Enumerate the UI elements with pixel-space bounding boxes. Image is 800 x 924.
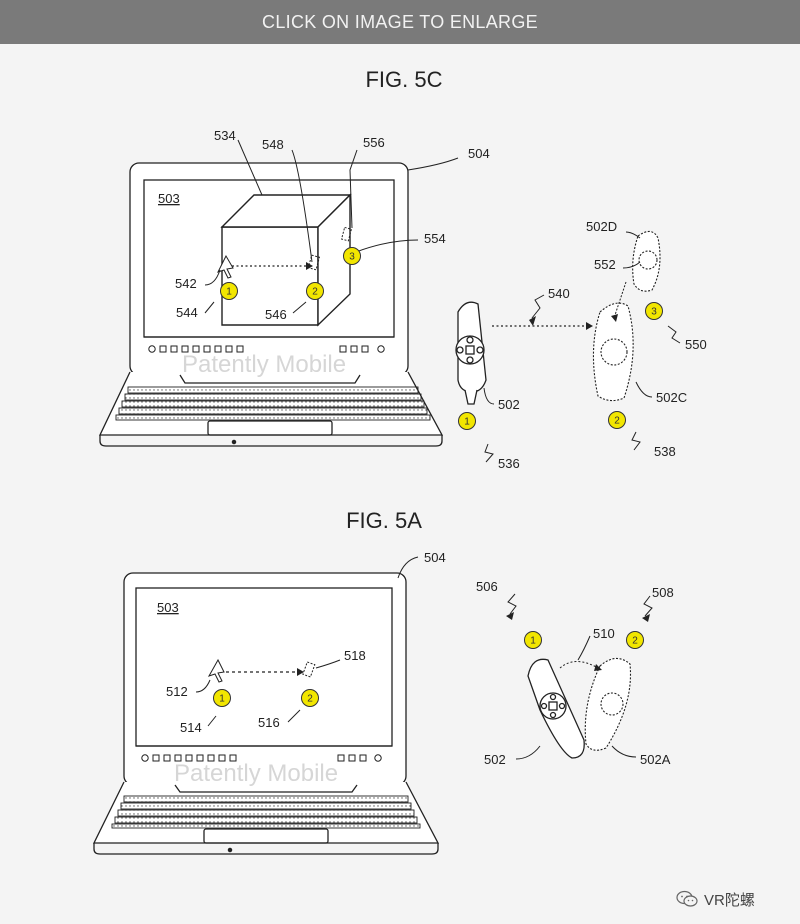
fig-5a-title: FIG. 5A	[346, 508, 422, 533]
fig-5c-title: FIG. 5C	[365, 67, 442, 92]
badge-1-band: 1	[458, 412, 476, 430]
svg-text:1: 1	[530, 636, 536, 647]
svg-text:1: 1	[226, 287, 232, 298]
svg-text:3: 3	[349, 252, 355, 263]
fig-5c-leaders	[204, 139, 459, 314]
ref-548: 548	[262, 137, 284, 152]
ref-502c: 502C	[656, 390, 687, 405]
ref-508: 508	[652, 585, 674, 600]
badge-1-top: 1	[220, 282, 238, 300]
ref-502d: 502D	[586, 219, 617, 234]
wearable-band-502c	[592, 302, 634, 402]
band-5a-leaders	[506, 593, 653, 760]
ref-538: 538	[654, 444, 676, 459]
ref-502-top: 502	[498, 397, 520, 412]
ref-542: 542	[175, 276, 197, 291]
ref-514: 514	[180, 720, 202, 735]
svg-text:2: 2	[614, 416, 620, 427]
ref-516: 516	[258, 715, 280, 730]
wearable-band-502a	[584, 657, 632, 751]
ref-510: 510	[593, 626, 615, 641]
svg-text:1: 1	[219, 694, 225, 705]
band-leaders	[483, 231, 681, 463]
ref-544: 544	[176, 305, 198, 320]
ref-506: 506	[476, 579, 498, 594]
ref-512: 512	[166, 684, 188, 699]
badge-1-band-5a: 1	[524, 631, 542, 649]
badge-2-band: 2	[608, 411, 626, 429]
svg-text:2: 2	[307, 694, 313, 705]
enlarge-banner[interactable]: CLICK ON IMAGE TO ENLARGE	[0, 0, 800, 44]
ref-550: 550	[685, 337, 707, 352]
ref-556: 556	[363, 135, 385, 150]
wearable-band-502-5a	[527, 658, 585, 759]
badge-2-band-5a: 2	[626, 631, 644, 649]
enlarge-banner-label[interactable]: CLICK ON IMAGE TO ENLARGE	[262, 12, 538, 32]
ref-518: 518	[344, 648, 366, 663]
cursor-ghost-icon	[307, 226, 353, 271]
cube-object	[220, 193, 352, 327]
watermark-bottom: Patently Mobile	[174, 760, 338, 787]
ref-534: 534	[214, 128, 236, 143]
ref-540: 540	[548, 286, 570, 301]
cursor-5a-icon	[207, 658, 225, 683]
wechat-label: VR陀螺	[704, 891, 755, 909]
badge-2-top: 2	[306, 282, 324, 300]
wechat-watermark: VR陀螺	[676, 884, 755, 914]
badge-3-top: 3	[343, 247, 361, 265]
fig-5a-leaders	[195, 556, 419, 727]
svg-text:1: 1	[464, 417, 470, 428]
svg-text:2: 2	[632, 636, 638, 647]
wearable-band-502d	[632, 230, 661, 292]
wechat-icon	[676, 890, 698, 907]
watermark-top: Patently Mobile	[182, 351, 346, 378]
ref-504: 504	[468, 146, 490, 161]
cursor-ghost-5a-icon	[302, 661, 316, 678]
badge-3-band: 3	[645, 302, 663, 320]
ref-502a: 502A	[640, 752, 671, 767]
fig-5c-screen-label: 503	[158, 191, 180, 206]
badge-1-5a: 1	[213, 689, 231, 707]
ref-554: 554	[424, 231, 446, 246]
ref-504-5a: 504	[424, 550, 446, 565]
badge-2-5a: 2	[301, 689, 319, 707]
ref-536: 536	[498, 456, 520, 471]
laptop-5a	[92, 572, 440, 855]
fig-5a-screen-label: 503	[157, 600, 179, 615]
ref-552: 552	[594, 257, 616, 272]
ref-546: 546	[265, 307, 287, 322]
svg-text:3: 3	[651, 307, 657, 318]
svg-text:2: 2	[312, 287, 318, 298]
wearable-band-502	[455, 301, 487, 405]
ref-502-5a: 502	[484, 752, 506, 767]
